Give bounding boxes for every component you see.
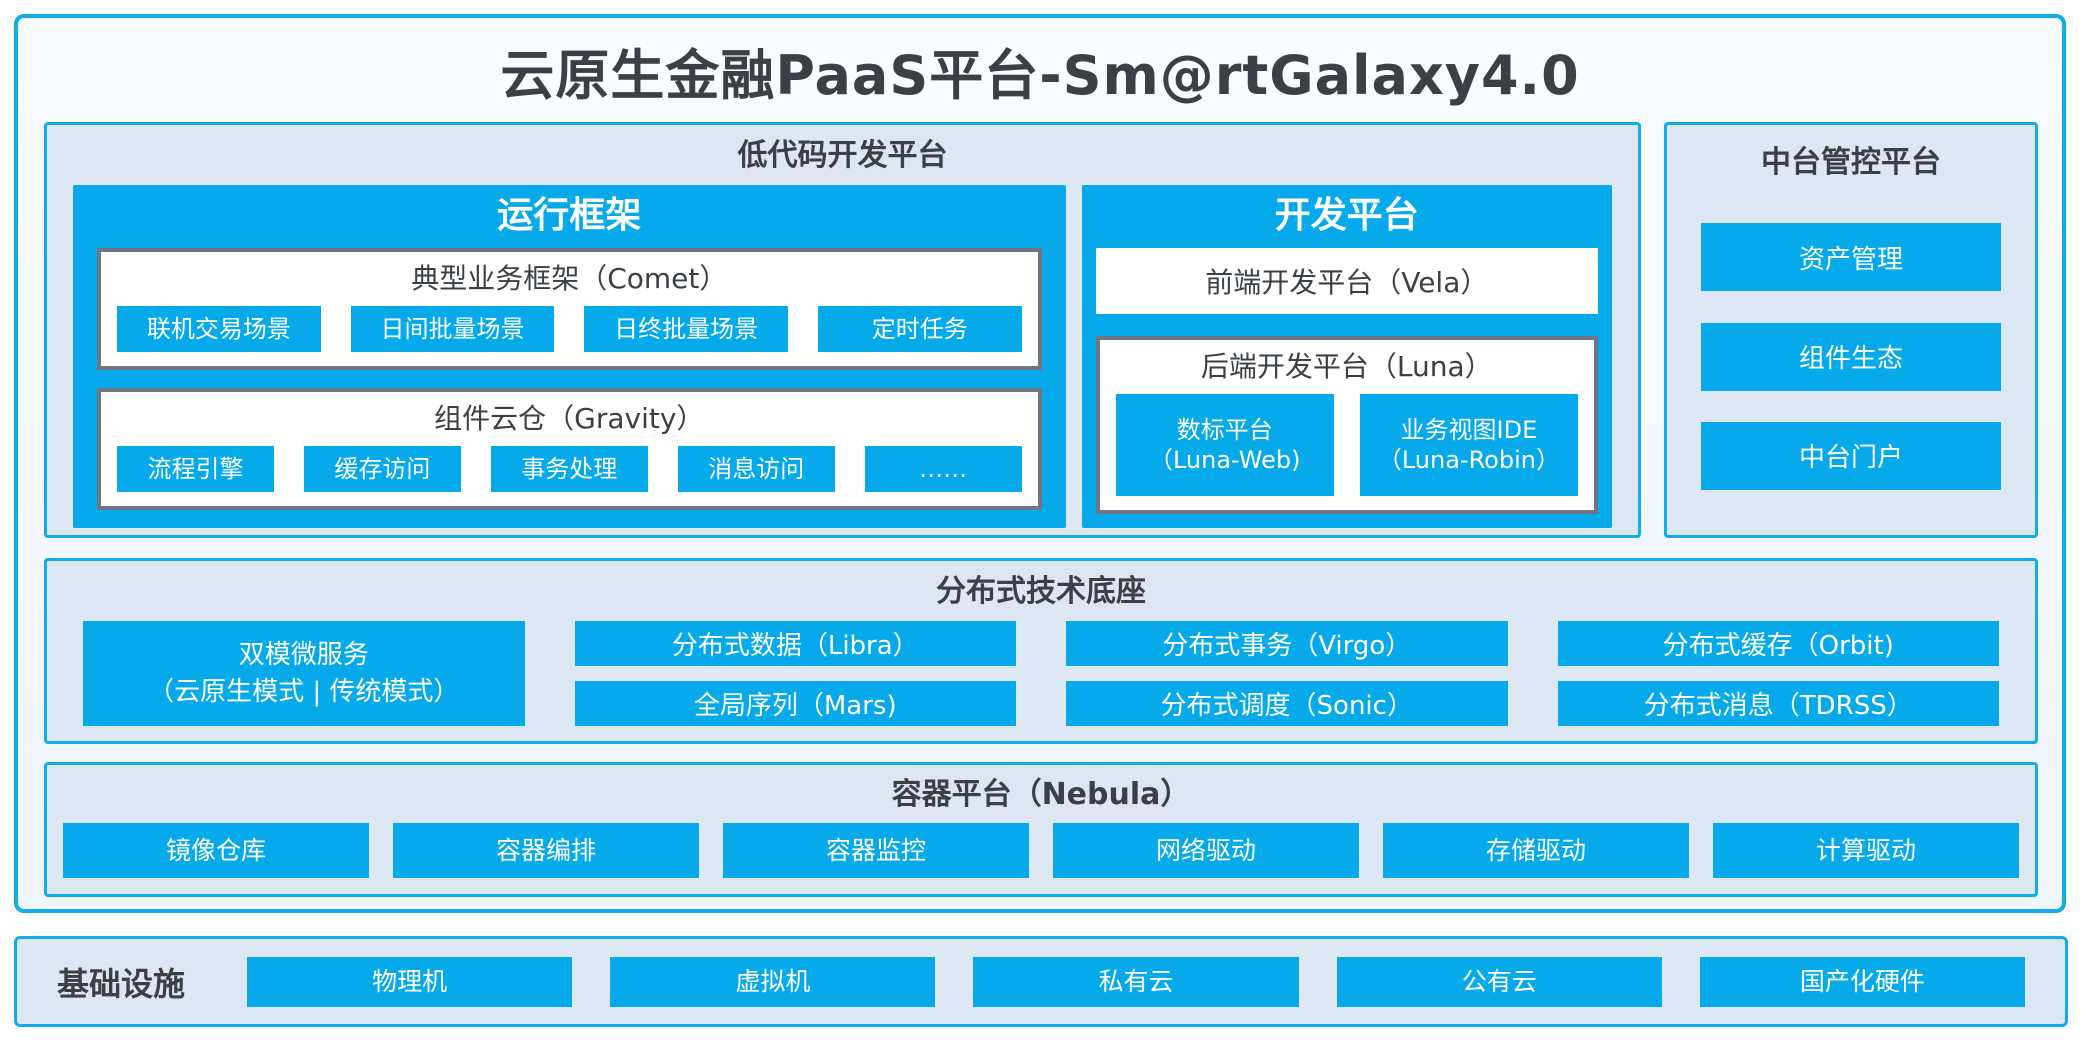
infrastructure-item: 物理机 — [247, 956, 573, 1007]
panel-lowcode: 低代码开发平台 运行框架 典型业务框架（Comet） 联机交易场景 日间批量场景… — [44, 122, 1641, 538]
container-item: 镜像仓库 — [63, 823, 369, 878]
runtime-framework-title: 运行框架 — [497, 195, 642, 236]
container-item: 存储驱动 — [1383, 823, 1689, 878]
panel-lowcode-body: 运行框架 典型业务框架（Comet） 联机交易场景 日间批量场景 日终批量场景 … — [47, 185, 1638, 552]
infrastructure-item: 公有云 — [1336, 956, 1662, 1007]
midplatform-item: 资产管理 — [1701, 223, 2001, 292]
distributed-column: 分布式缓存（Orbit) 分布式消息（TDRSS） — [1557, 621, 1999, 726]
backend-item: 数标平台 （Luna-Web) — [1115, 394, 1334, 497]
infrastructure-item: 私有云 — [973, 956, 1299, 1007]
container-item: 容器编排 — [393, 823, 699, 878]
container-item: 容器监控 — [723, 823, 1029, 878]
dual-microservice-name: 双模微服务 — [238, 640, 369, 671]
panel-lowcode-title: 低代码开发平台 — [737, 138, 948, 173]
panel-distributed-title: 分布式技术底座 — [936, 574, 1146, 609]
panel-container-platform: 容器平台（Nebula） 镜像仓库 容器编排 容器监控 网络驱动 存储驱动 计算… — [44, 762, 2038, 897]
backend-chip-row: 数标平台 （Luna-Web) 业务视图IDE （Luna-Robin） — [1115, 394, 1579, 497]
distributed-item: 分布式消息（TDRSS） — [1557, 681, 1999, 726]
backend-item-name: 数标平台 — [1176, 416, 1273, 445]
panel-midplatform: 中台管控平台 资产管理 组件生态 中台门户 — [1664, 122, 2038, 538]
dev-platform-title: 开发平台 — [1274, 195, 1419, 236]
container-item: 计算驱动 — [1713, 823, 2019, 878]
panel-distributed-base: 分布式技术底座 双模微服务 （云原生模式 | 传统模式） 分布式数据（Libra… — [44, 558, 2038, 744]
midplatform-body: 资产管理 组件生态 中台门户 — [1667, 192, 2035, 535]
dual-microservice-modes: （云原生模式 | 传统模式） — [148, 676, 460, 707]
distributed-column: 分布式数据（Libra） 全局序列（Mars) — [574, 621, 1016, 726]
dual-microservice-box: 双模微服务 （云原生模式 | 传统模式） — [83, 621, 525, 726]
backend-item-code: （Luna-Robin） — [1377, 446, 1560, 475]
infrastructure-item: 国产化硬件 — [1699, 956, 2026, 1007]
distributed-item: 分布式缓存（Orbit) — [1557, 621, 1999, 666]
distributed-item: 分布式调度（Sonic） — [1066, 681, 1508, 726]
midplatform-item: 组件生态 — [1701, 322, 2001, 391]
distributed-column: 分布式事务（Virgo） 分布式调度（Sonic） — [1066, 621, 1508, 726]
midplatform-item: 中台门户 — [1701, 421, 2001, 490]
gravity-item: 缓存访问 — [303, 446, 461, 493]
distributed-body: 双模微服务 （云原生模式 | 传统模式） 分布式数据（Libra） 全局序列（M… — [47, 621, 2035, 741]
frontend-platform-box: 前端开发平台（Vela） — [1095, 248, 1598, 315]
frame-backend-luna-title: 后端开发平台（Luna） — [1200, 350, 1493, 384]
comet-item: 联机交易场景 — [117, 306, 321, 353]
backend-item-code: （Luna-Web) — [1148, 446, 1301, 475]
panel-runtime-framework: 运行框架 典型业务框架（Comet） 联机交易场景 日间批量场景 日终批量场景 … — [73, 185, 1066, 529]
frame-comet-title: 典型业务框架（Comet） — [411, 262, 728, 296]
gravity-item: 事务处理 — [490, 446, 648, 493]
gravity-item: 流程引擎 — [117, 446, 274, 493]
comet-chip-row: 联机交易场景 日间批量场景 日终批量场景 定时任务 — [117, 306, 1022, 353]
infrastructure-title: 基础设施 — [57, 964, 186, 1003]
container-chip-row: 镜像仓库 容器编排 容器监控 网络驱动 存储驱动 计算驱动 — [47, 823, 2035, 894]
gravity-item: 消息访问 — [677, 446, 835, 493]
comet-item: 定时任务 — [817, 306, 1022, 353]
diagram-title: 云原生金融PaaS平台-Sm@rtGalaxy4.0 — [500, 43, 1580, 107]
panel-infrastructure: 基础设施 物理机 虚拟机 私有云 公有云 国产化硬件 — [14, 936, 2068, 1027]
panel-midplatform-title: 中台管控平台 — [1761, 145, 1941, 180]
main-frame: 云原生金融PaaS平台-Sm@rtGalaxy4.0 低代码开发平台 运行框架 … — [14, 14, 2066, 913]
comet-item: 日终批量场景 — [584, 306, 788, 353]
panel-container-title: 容器平台（Nebula） — [891, 777, 1191, 812]
infrastructure-item: 虚拟机 — [610, 956, 936, 1007]
container-item: 网络驱动 — [1053, 823, 1359, 878]
frame-backend-luna: 后端开发平台（Luna） 数标平台 （Luna-Web) 业务视图IDE （Lu… — [1095, 336, 1598, 515]
frame-gravity: 组件云仓（Gravity） 流程引擎 缓存访问 事务处理 消息访问 …… — [97, 388, 1042, 511]
distributed-item: 分布式数据（Libra） — [574, 621, 1016, 666]
distributed-item: 全局序列（Mars) — [574, 681, 1016, 726]
frame-comet: 典型业务框架（Comet） 联机交易场景 日间批量场景 日终批量场景 定时任务 — [97, 248, 1042, 371]
backend-item-name: 业务视图IDE — [1400, 416, 1538, 445]
gravity-chip-row: 流程引擎 缓存访问 事务处理 消息访问 …… — [117, 446, 1022, 493]
panel-dev-platform: 开发平台 前端开发平台（Vela） 后端开发平台（Luna） 数标平台 （Lun… — [1081, 185, 1612, 529]
gravity-item: …… — [864, 446, 1022, 493]
frame-gravity-title: 组件云仓（Gravity） — [434, 402, 705, 436]
comet-item: 日间批量场景 — [350, 306, 555, 353]
backend-item: 业务视图IDE （Luna-Robin） — [1359, 394, 1579, 497]
top-row: 低代码开发平台 运行框架 典型业务框架（Comet） 联机交易场景 日间批量场景… — [44, 122, 2038, 538]
distributed-item: 分布式事务（Virgo） — [1066, 621, 1508, 666]
